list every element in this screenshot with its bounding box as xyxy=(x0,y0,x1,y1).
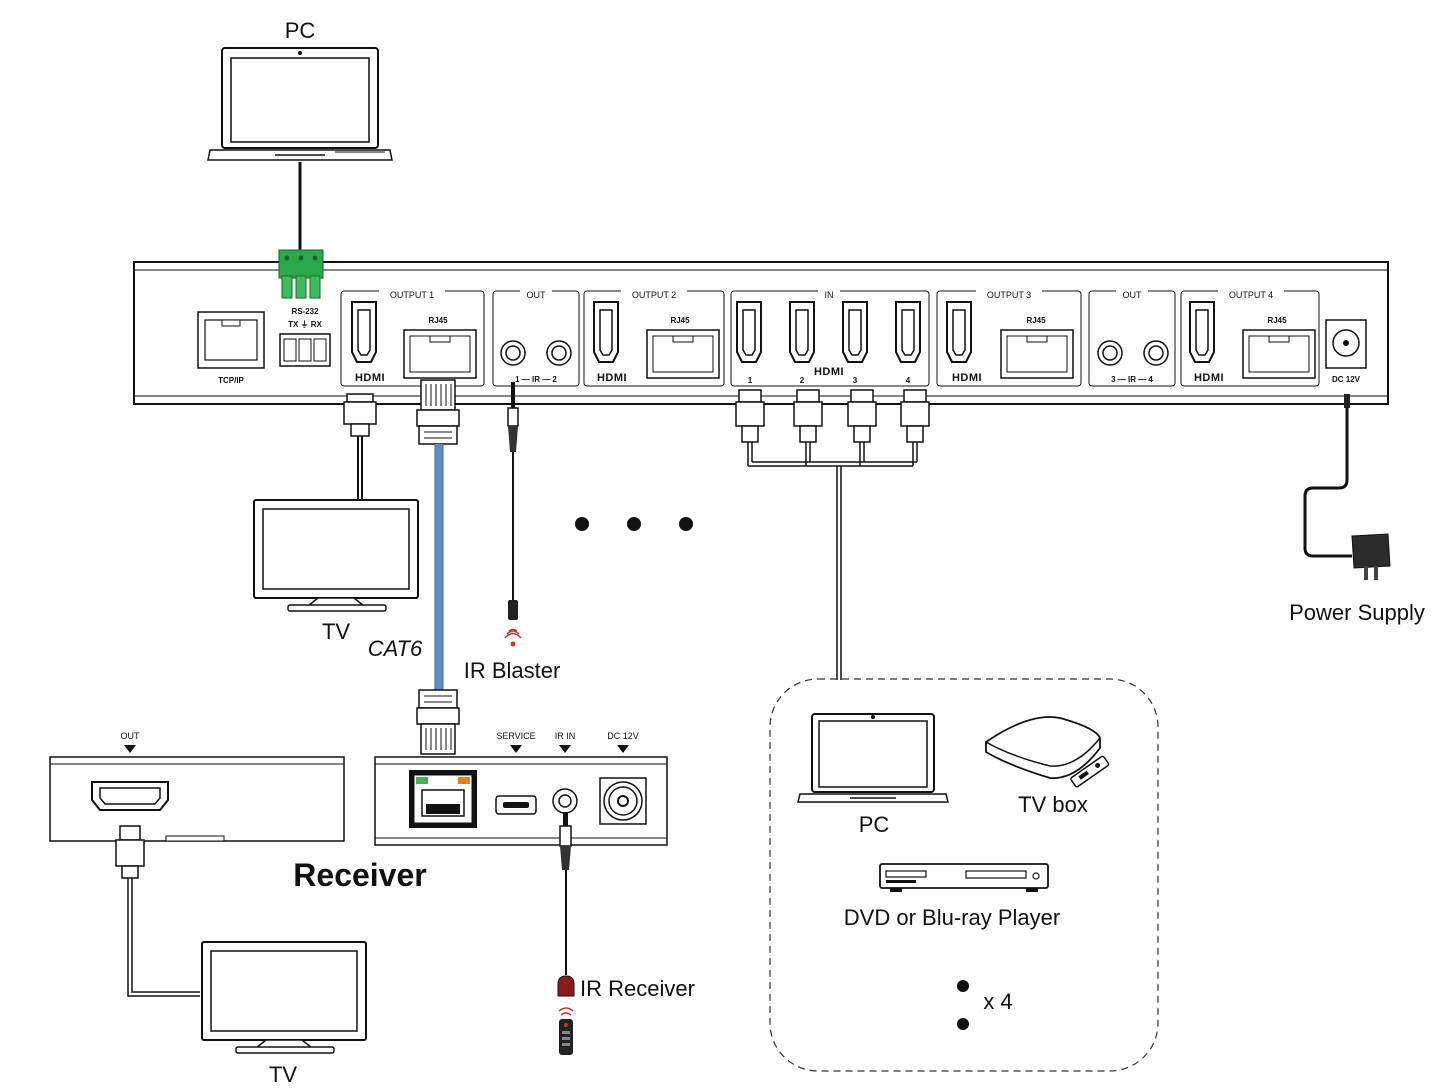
in-num-3: 3 xyxy=(853,376,858,385)
ir-blaster-label: IR Blaster xyxy=(464,658,561,683)
output3-group: OUTPUT 3 HDMI RJ45 xyxy=(936,288,1082,387)
output4-rj45-label: RJ45 xyxy=(1267,316,1287,325)
output3-hdmi-logo: HDMI xyxy=(952,372,982,384)
receiver-service-label: SERVICE xyxy=(496,731,535,741)
output1-rj45-label: RJ45 xyxy=(428,316,448,325)
hdmi-in-port-2 xyxy=(789,301,815,363)
ir-receiver-label: IR Receiver xyxy=(580,976,695,1001)
output1-group: OUTPUT 1 HDMI RJ45 xyxy=(340,288,485,387)
power-supply-label: Power Supply xyxy=(1289,600,1425,625)
dc12v-label: DC 12V xyxy=(1332,375,1361,384)
output4-label: OUTPUT 4 xyxy=(1229,290,1273,300)
hdmi-cable-tv-left xyxy=(343,393,377,500)
ir-out-12-label: OUT xyxy=(527,290,547,300)
output3-label: OUTPUT 3 xyxy=(987,290,1031,300)
rs232-pins-label: TX ⏚ RX xyxy=(288,320,322,329)
receiver-label: Receiver xyxy=(293,857,426,893)
receiver-irin-label: IR IN xyxy=(555,731,576,741)
output3-rj45-label: RJ45 xyxy=(1026,316,1046,325)
receiver-dc12v-label: DC 12V xyxy=(607,731,639,741)
hdmi-source-out-box: OUT xyxy=(49,731,345,997)
more-outputs-dots xyxy=(575,517,693,531)
sources-count-label: x 4 xyxy=(983,989,1012,1014)
output1-hdmi-logo: HDMI xyxy=(355,372,385,384)
tv-bottom: TV xyxy=(201,941,367,1087)
hdmi-in-logo: HDMI xyxy=(814,366,844,378)
tv-left: TV xyxy=(253,499,419,644)
output2-hdmi-logo: HDMI xyxy=(597,372,627,384)
source-tv-box: TV box xyxy=(985,716,1110,817)
tcpip-port: TCP/IP xyxy=(197,311,265,385)
ir-12-label: 1 — IR — 2 xyxy=(515,375,557,384)
source-pc-laptop: PC xyxy=(797,713,949,837)
source-tv-box-label: TV box xyxy=(1018,792,1088,817)
output4-group: OUTPUT 4 HDMI RJ45 xyxy=(1180,288,1320,387)
hdmi-in-port-3 xyxy=(842,301,868,363)
source-pc-label: PC xyxy=(859,812,890,837)
output1-hdmi-port: HDMI xyxy=(351,301,385,384)
ir-out-34-label: OUT xyxy=(1123,290,1143,300)
output2-group: OUTPUT 2 HDMI RJ45 xyxy=(583,288,725,387)
tv-left-label: TV xyxy=(322,619,350,644)
output2-label: OUTPUT 2 xyxy=(632,290,676,300)
dc12v-port: DC 12V xyxy=(1325,319,1367,384)
source-dvd-label: DVD or Blu-ray Player xyxy=(844,905,1060,930)
source-dvd-player: DVD or Blu-ray Player xyxy=(844,863,1060,930)
in-num-2: 2 xyxy=(800,376,805,385)
matrix-unit: TCP/IP RS-232 TX ⏚ RX OUTPUT 1 xyxy=(133,249,1389,405)
ir-34-label: 3 — IR — 4 xyxy=(1111,375,1153,384)
cat6-cable xyxy=(416,379,460,755)
source-out-label: OUT xyxy=(121,731,141,741)
in-num-4: 4 xyxy=(906,376,911,385)
output4-hdmi-logo: HDMI xyxy=(1194,372,1224,384)
output1-label: OUTPUT 1 xyxy=(390,290,434,300)
receiver-unit: SERVICE IR IN DC 12V xyxy=(374,731,668,846)
hdmi-in-label: IN xyxy=(825,290,834,300)
sources-box: PC TV box DVD or Blu-ray Player xyxy=(769,678,1159,1072)
hdmi-in-group: IN HDMI 1 2 3 4 xyxy=(730,288,930,387)
in-num-1: 1 xyxy=(748,376,753,385)
top-pc-laptop: PC xyxy=(207,18,393,161)
hdmi-in-port-1 xyxy=(736,301,762,363)
ir-receiver: IR Receiver xyxy=(557,812,695,1055)
hdmi-in-port-4 xyxy=(895,301,921,363)
rs232-label: RS-232 xyxy=(291,307,319,316)
tcpip-label: TCP/IP xyxy=(218,376,244,385)
cat6-label: CAT6 xyxy=(368,636,423,661)
output2-rj45-label: RJ45 xyxy=(670,316,690,325)
ir-blaster: IR Blaster xyxy=(464,382,561,683)
hdmi-in-cables xyxy=(735,389,930,680)
top-pc-label: PC xyxy=(285,18,316,43)
ir-out-34-group: OUT 3 — IR — 4 xyxy=(1088,288,1176,387)
tv-bottom-label: TV xyxy=(269,1062,297,1087)
ir-out-12-group: OUT 1 — IR — 2 xyxy=(492,288,580,387)
power-supply: Power Supply xyxy=(1289,394,1425,625)
rs232-connector: RS-232 TX ⏚ RX xyxy=(278,249,331,367)
